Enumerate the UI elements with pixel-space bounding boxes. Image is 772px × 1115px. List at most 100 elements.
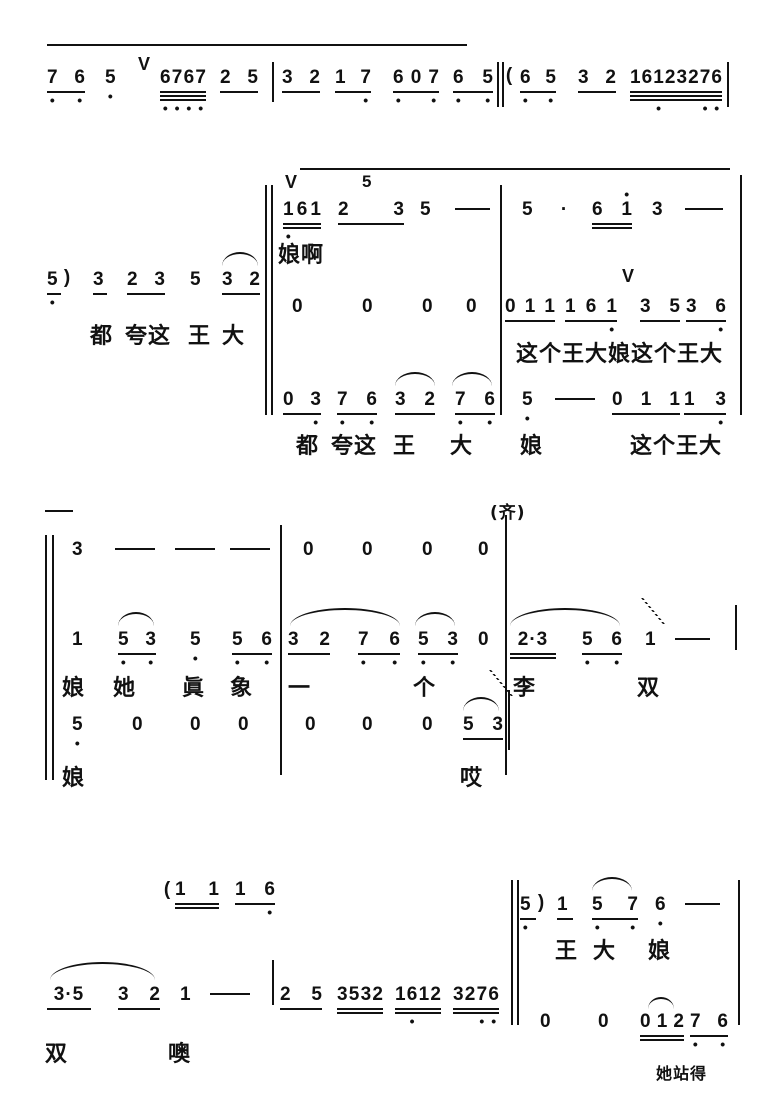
note: 6•	[366, 389, 377, 430]
note: 3	[72, 539, 83, 560]
low-octave-dot: •	[339, 414, 345, 430]
note-group: 0	[292, 297, 304, 317]
note: )	[537, 892, 545, 913]
note-group: 7•6•	[690, 1011, 728, 1052]
low-octave-dot: •	[455, 92, 461, 108]
breath-mark-icon: V	[138, 54, 151, 74]
low-octave-dot: •	[49, 92, 55, 108]
low-octave-dot: •	[49, 294, 55, 310]
note: 6•	[160, 67, 171, 116]
low-octave-dot: •	[162, 100, 168, 116]
beam-line	[47, 293, 61, 295]
beam-line	[463, 738, 503, 740]
low-octave-dot: •	[392, 654, 398, 670]
low-octave-dot: •	[148, 654, 154, 670]
beam-line	[393, 91, 439, 93]
beam-line	[160, 91, 206, 93]
dotted-note-group: 3·5	[53, 984, 85, 1005]
note: 1	[684, 389, 695, 410]
beam-line	[283, 227, 321, 229]
note-group: )	[537, 893, 545, 913]
note-group: 0	[303, 540, 315, 560]
note: 1	[557, 894, 568, 915]
note: 6•	[393, 67, 404, 108]
beam-line	[684, 413, 726, 415]
barline	[727, 62, 729, 107]
barline	[500, 185, 502, 415]
note: 5•	[105, 67, 116, 104]
note: 0	[305, 714, 316, 735]
note: 7•	[47, 67, 58, 108]
note: 3	[492, 714, 503, 735]
beam-line	[235, 903, 275, 905]
note: 5•	[232, 629, 243, 670]
note: 6	[592, 199, 603, 220]
system-bracket	[271, 185, 273, 415]
note: 0	[478, 629, 489, 650]
note-group: 1	[180, 985, 194, 1005]
lyric: 夸这	[331, 434, 378, 459]
note: 7•	[699, 67, 711, 116]
beam-line	[282, 91, 320, 93]
note: 3	[393, 199, 404, 220]
low-octave-dot: •	[267, 904, 273, 920]
lyric: 这个王大	[630, 434, 723, 459]
beam-line	[160, 99, 206, 101]
note: 1	[524, 296, 536, 317]
note-group: 7•6•	[358, 630, 400, 669]
note: 7•	[337, 389, 348, 430]
note-group: 5•	[522, 390, 536, 426]
beam-line	[455, 413, 495, 415]
note: 2	[464, 984, 476, 1005]
lyric: (齐)	[490, 503, 526, 523]
low-octave-dot: •	[630, 919, 636, 935]
note: (	[505, 65, 513, 86]
note: 6•	[520, 67, 531, 108]
note: 2	[220, 67, 231, 88]
beam-line	[630, 99, 722, 101]
system-bracket	[45, 535, 47, 780]
note: 1	[180, 984, 191, 1005]
low-octave-dot: •	[718, 321, 724, 337]
beam-line	[453, 91, 493, 93]
sustain-dash	[685, 903, 720, 905]
lyric: 娘	[648, 939, 672, 964]
note-group: 5	[420, 200, 434, 220]
low-octave-dot: •	[720, 1036, 726, 1052]
note-group: 0	[422, 540, 434, 560]
note-group: (	[163, 880, 173, 900]
beam-line	[520, 918, 536, 920]
note: 1	[418, 984, 430, 1005]
note: 5•	[190, 629, 201, 666]
lyric: 她	[113, 676, 137, 701]
note: 7•	[690, 1011, 701, 1052]
lyric: 娘	[62, 766, 86, 791]
note: 0	[410, 67, 422, 88]
note: 2	[249, 269, 260, 290]
note-group: 5• 7•	[592, 894, 638, 935]
slur	[510, 608, 620, 626]
note-group: 1	[72, 630, 86, 650]
low-octave-dot: •	[524, 410, 530, 426]
note: 0	[422, 714, 433, 735]
note: 2	[673, 1011, 684, 1032]
note: 5•	[592, 894, 603, 935]
note: 2	[430, 984, 441, 1005]
note: 1	[565, 296, 576, 317]
beam-line	[118, 653, 156, 655]
note: 7•	[627, 894, 638, 935]
note-group: 5•6•	[582, 630, 622, 669]
note: 5	[522, 199, 533, 220]
note-group: 0	[540, 1012, 552, 1032]
low-octave-dot: •	[186, 100, 192, 116]
note: 3	[337, 984, 348, 1005]
note-group: 1	[645, 630, 659, 650]
lyric: 双	[637, 676, 661, 701]
low-octave-dot: •	[522, 919, 528, 935]
note-group: 6•5•	[453, 68, 493, 107]
